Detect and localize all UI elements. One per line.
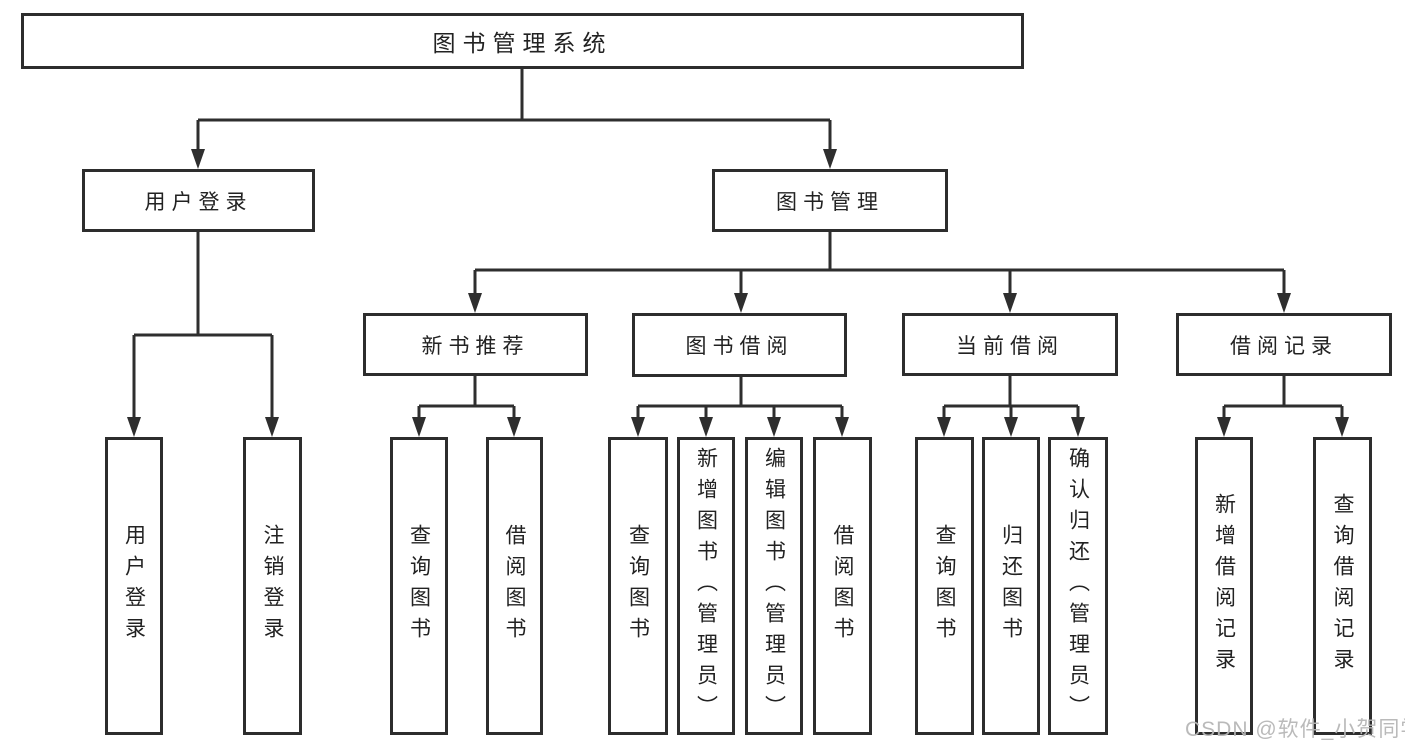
leaf-current-return-books: 归还图书: [982, 437, 1040, 735]
leaf-current-query-books: 查询图书: [915, 437, 974, 735]
leaf-logout: 注销登录: [243, 437, 302, 735]
leaf-borrow-query-books: 查询图书: [608, 437, 668, 735]
node-current-borrowing: 当前借阅: [902, 313, 1118, 376]
leaf-newbook-borrow-books: 借阅图书: [486, 437, 543, 735]
leaf-borrow-edit-books-admin: 编辑图书（管理员）: [745, 437, 803, 735]
node-book-borrowing: 图书借阅: [632, 313, 847, 377]
connector-user-login-to-leaves: [127, 232, 279, 437]
node-borrowing-records: 借阅记录: [1176, 313, 1392, 376]
connector-current-borrow-to-leaves: [937, 376, 1085, 437]
leaf-records-add-record: 新增借阅记录: [1195, 437, 1253, 735]
node-user-login: 用户登录: [82, 169, 315, 232]
connector-borrow-records-to-leaves: [1217, 376, 1349, 437]
connector-root-to-level2: [191, 69, 837, 169]
csdn-watermark: CSDN @软件_小贺同学: [1185, 718, 1405, 741]
leaf-borrow-add-books-admin: 新增图书（管理员）: [677, 437, 735, 735]
node-new-book-recommendation: 新书推荐: [363, 313, 588, 376]
connector-new-book-to-leaves: [412, 376, 521, 437]
node-book-management: 图书管理: [712, 169, 948, 232]
leaf-user-login: 用户登录: [105, 437, 163, 735]
connector-book-borrow-to-leaves: [631, 376, 849, 437]
leaf-records-query-record: 查询借阅记录: [1313, 437, 1372, 735]
leaf-borrow-borrow-books: 借阅图书: [813, 437, 872, 735]
leaf-current-confirm-return-admin: 确认归还（管理员）: [1048, 437, 1108, 735]
connector-book-mgmt-to-level3: [468, 232, 1291, 313]
leaf-newbook-query-books: 查询图书: [390, 437, 448, 735]
node-library-management-system: 图书管理系统: [21, 13, 1024, 69]
